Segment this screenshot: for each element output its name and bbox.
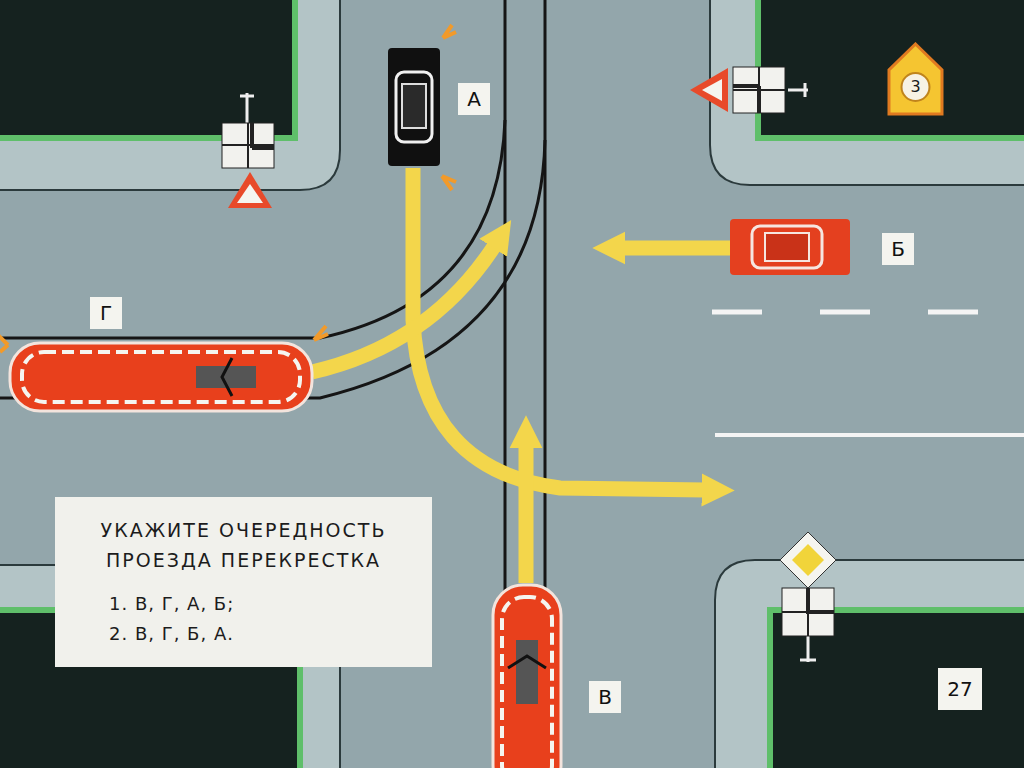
lane-dashes	[712, 310, 1024, 315]
tram-g	[0, 326, 328, 411]
yield-sign	[690, 67, 808, 113]
lane-solid	[715, 433, 1024, 437]
option-text: 2. В, Г, Б, А.	[69, 619, 418, 649]
question-box: УКАЖИТЕ ОЧЕРЕДНОСТЬ ПРОЕЗДА ПЕРЕКРЕСТКА 1…	[55, 497, 432, 667]
option-text: 1. В, Г, А, Б;	[69, 589, 418, 619]
tram-v	[493, 585, 561, 768]
label-text: 27	[944, 676, 976, 702]
car-b	[730, 219, 850, 275]
label-text: Г	[98, 301, 114, 325]
label-text: В	[597, 685, 613, 709]
direction-sign: 3	[887, 42, 944, 116]
vehicle-label: Б	[882, 233, 914, 265]
label-text: 3	[887, 76, 944, 98]
label-text: УКАЖИТЕ ОЧЕРЕДНОСТЬ ПРОЕЗДА ПЕРЕКРЕСТКА	[69, 515, 418, 575]
label-text: А	[466, 87, 482, 111]
car-a	[388, 25, 456, 190]
yield-sign	[222, 93, 274, 208]
vehicle-label: А	[458, 83, 490, 115]
vehicle-label: В	[589, 681, 621, 713]
main-road-sign	[780, 532, 836, 662]
tram-tracks	[0, 0, 545, 768]
label-text: Б	[890, 237, 906, 261]
house-number: 27	[938, 668, 982, 710]
vehicle-label: Г	[90, 297, 122, 329]
